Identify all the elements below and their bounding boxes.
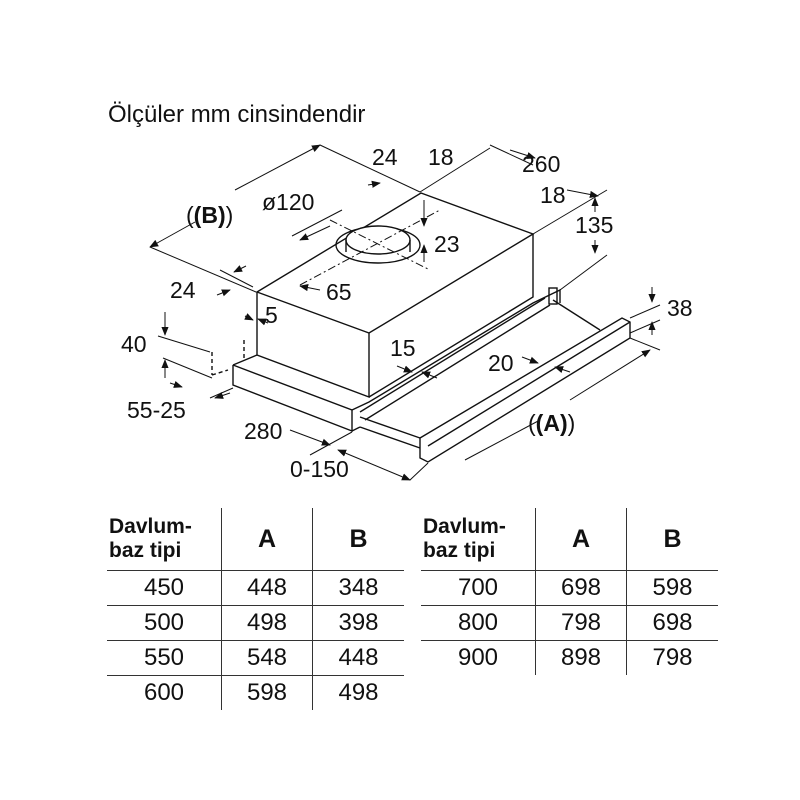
label-260: 260 (522, 151, 560, 177)
cell-b: 698 (626, 605, 718, 641)
table-header: Davlum-baz tipi A B (107, 508, 404, 571)
cell-type: 800 (421, 605, 536, 641)
cell-a: 898 (535, 640, 627, 675)
table-header: Davlum-baz tipi A B (421, 508, 718, 571)
label-18-right: 18 (540, 182, 566, 208)
cell-a: 548 (221, 640, 313, 676)
box-side-face (368, 234, 534, 398)
label-diameter: ø120 (262, 189, 314, 215)
cell-b: 598 (626, 570, 718, 606)
dimension-labels: ((B)) 24 18 260 18 135 ø120 23 65 24 5 4… (121, 144, 693, 482)
label-40: 40 (121, 331, 147, 357)
table-row: 450 448 348 (107, 570, 404, 606)
cell-b: 348 (312, 570, 404, 606)
cell-type: 550 (107, 640, 222, 676)
bracket (548, 287, 558, 305)
header-type: Davlum-baz tipi (423, 515, 506, 562)
label-18-top: 18 (428, 144, 454, 170)
size-table-right: Davlum-baz tipi A B 700 698 598 800 798 … (421, 508, 718, 675)
table-row: 800 798 698 (421, 605, 718, 641)
label-a: ((A)) (528, 410, 575, 436)
cell-b: 398 (312, 605, 404, 641)
cell-a: 598 (221, 675, 313, 710)
tray-rail (359, 297, 546, 413)
base-plate-edge (351, 288, 561, 411)
header-a: A (535, 508, 627, 571)
dimension-lines (149, 144, 661, 481)
cell-a: 498 (221, 605, 313, 641)
cell-type: 450 (107, 570, 222, 606)
cell-b: 498 (312, 675, 404, 710)
cell-type: 500 (107, 605, 222, 641)
dimensions-unit-note: Ölçüler mm cinsindendir (108, 101, 366, 128)
label-0-150: 0-150 (290, 456, 349, 482)
table-row: 900 898 798 (421, 640, 718, 675)
table-row: 550 548 448 (107, 640, 404, 676)
size-table-left: Davlum-baz tipi A B 450 448 348 500 498 … (107, 508, 404, 710)
header-type: Davlum-baz tipi (109, 515, 192, 562)
header-b: B (626, 508, 718, 571)
label-23: 23 (434, 231, 460, 257)
cell-a: 698 (535, 570, 627, 606)
duct-ring (345, 225, 411, 255)
table-row: 500 498 398 (107, 605, 404, 641)
centerlines (299, 209, 441, 286)
label-280: 280 (244, 418, 282, 444)
cell-type: 600 (107, 675, 222, 710)
label-38: 38 (667, 295, 693, 321)
header-b: B (312, 508, 404, 571)
label-65: 65 (326, 279, 352, 305)
cell-type: 900 (421, 640, 536, 675)
cell-a: 798 (535, 605, 627, 641)
cell-a: 448 (221, 570, 313, 606)
label-135: 135 (575, 212, 613, 238)
cell-b: 798 (626, 640, 718, 675)
label-55-25: 55-25 (127, 397, 186, 423)
header-a: A (221, 508, 313, 571)
wall-outline (211, 340, 245, 376)
label-5: 5 (265, 302, 278, 328)
label-24-left: 24 (170, 277, 196, 303)
box-front-face (256, 292, 370, 399)
hood-dimension-drawing: ((B)) 24 18 260 18 135 ø120 23 65 24 5 4… (121, 144, 693, 482)
label-20: 20 (488, 350, 514, 376)
cell-b: 448 (312, 640, 404, 676)
table-row: 600 598 498 (107, 675, 404, 710)
front-trim (419, 317, 631, 463)
label-15: 15 (390, 335, 416, 361)
tray-left (359, 426, 421, 449)
cell-type: 700 (421, 570, 536, 606)
label-24-top: 24 (372, 144, 398, 170)
table-row: 700 698 598 (421, 570, 718, 606)
label-b: ((B)) (186, 202, 233, 228)
hood-body (211, 192, 631, 463)
